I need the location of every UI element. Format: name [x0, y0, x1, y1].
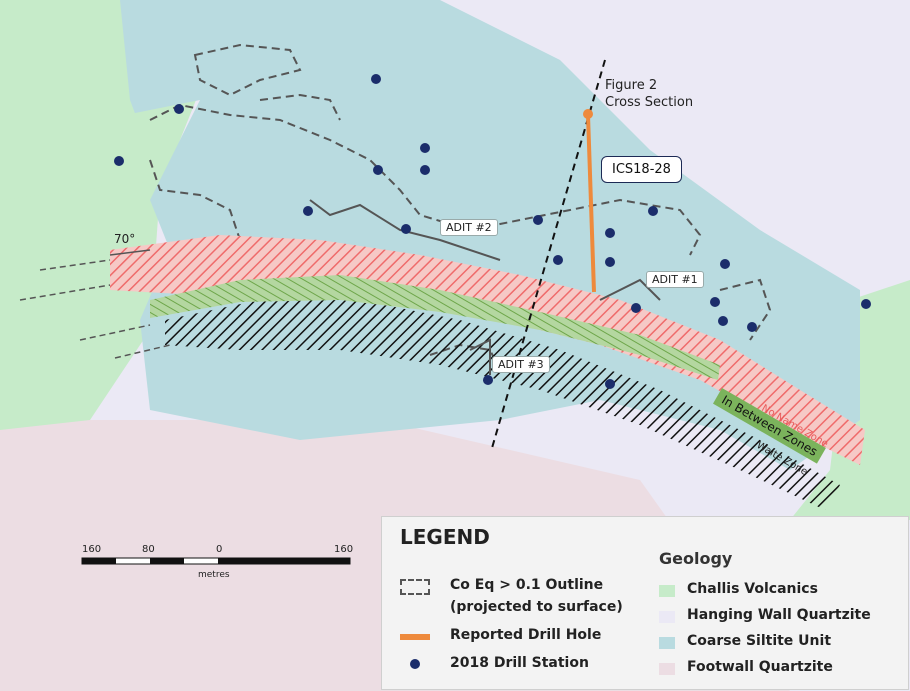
drill-station — [174, 104, 184, 114]
no-name-zone — [110, 235, 865, 465]
scale-tick-160-right: 160 — [334, 544, 354, 555]
legend-hanging-wall-quartzite: Hanging Wall Quartzite — [687, 607, 871, 623]
drill-station — [420, 165, 430, 175]
drill-station — [605, 228, 615, 238]
legend-outline-line1: Co Eq > 0.1 Outline — [450, 577, 604, 593]
drill-station — [605, 257, 615, 267]
drill-station — [747, 322, 757, 332]
figure-label-line2: Cross Section — [605, 95, 694, 110]
drill-station — [718, 316, 728, 326]
challis-volcanics-swatch — [659, 585, 675, 597]
dip-line-markers — [19, 259, 171, 359]
scale-unit: metres — [198, 570, 230, 580]
scale-tick-80: 80 — [142, 544, 155, 555]
drill-stations — [114, 74, 871, 389]
drill-station — [605, 379, 615, 389]
scale-bar — [81, 557, 351, 565]
cross-section-line — [491, 59, 606, 449]
drill-station — [720, 259, 730, 269]
drill-station — [631, 303, 641, 313]
drill-station-swatch — [410, 659, 420, 669]
adit-3-label: ADIT #3 — [492, 356, 550, 373]
drill-station — [710, 297, 720, 307]
drill-hole-collar — [583, 109, 593, 119]
drill-station — [373, 165, 383, 175]
drill-hole-swatch — [400, 634, 430, 640]
legend-panel: LEGEND Co Eq > 0.1 Outline (projected to… — [381, 516, 909, 690]
drill-station — [303, 206, 313, 216]
drill-station — [553, 255, 563, 265]
adit-lines — [309, 199, 661, 375]
dip-label: 70° — [114, 232, 136, 246]
cross-section-label: Figure 2 Cross Section — [605, 77, 693, 111]
drill-station — [861, 299, 871, 309]
drill-station — [648, 206, 658, 216]
scale-tick-160-left: 160 — [82, 544, 102, 555]
legend-outline-line2: (projected to surface) — [450, 599, 623, 615]
waite-zone — [165, 300, 840, 510]
drill-station — [483, 375, 493, 385]
drill-station — [401, 224, 411, 234]
figure-label-line1: Figure 2 — [605, 78, 658, 93]
in-between-zone — [150, 275, 720, 380]
drill-station — [371, 74, 381, 84]
outline-swatch — [400, 579, 430, 595]
adit-1-label: ADIT #1 — [646, 271, 704, 288]
legend-drill-hole: Reported Drill Hole — [450, 627, 602, 643]
reported-drill-hole — [586, 114, 596, 293]
footwall-quartzite-swatch — [659, 663, 675, 675]
legend-challis-volcanics: Challis Volcanics — [687, 581, 818, 597]
coarse-siltite-swatch — [659, 637, 675, 649]
drill-station — [533, 215, 543, 225]
legend-title: LEGEND — [400, 525, 490, 549]
legend-coarse-siltite: Coarse Siltite Unit — [687, 633, 832, 649]
drill-station — [420, 143, 430, 153]
coarse-siltite-left — [0, 0, 160, 200]
drill-hole-callout: ICS18-28 — [601, 156, 682, 183]
scale-tick-0: 0 — [216, 544, 223, 555]
legend-geology-title: Geology — [659, 549, 733, 568]
legend-drill-station: 2018 Drill Station — [450, 655, 589, 671]
dip-symbol — [109, 249, 151, 256]
hanging-wall-quartzite-swatch — [659, 611, 675, 623]
adit-2-label: ADIT #2 — [440, 219, 498, 236]
drill-station — [114, 156, 124, 166]
legend-footwall-quartzite: Footwall Quartzite — [687, 659, 833, 675]
